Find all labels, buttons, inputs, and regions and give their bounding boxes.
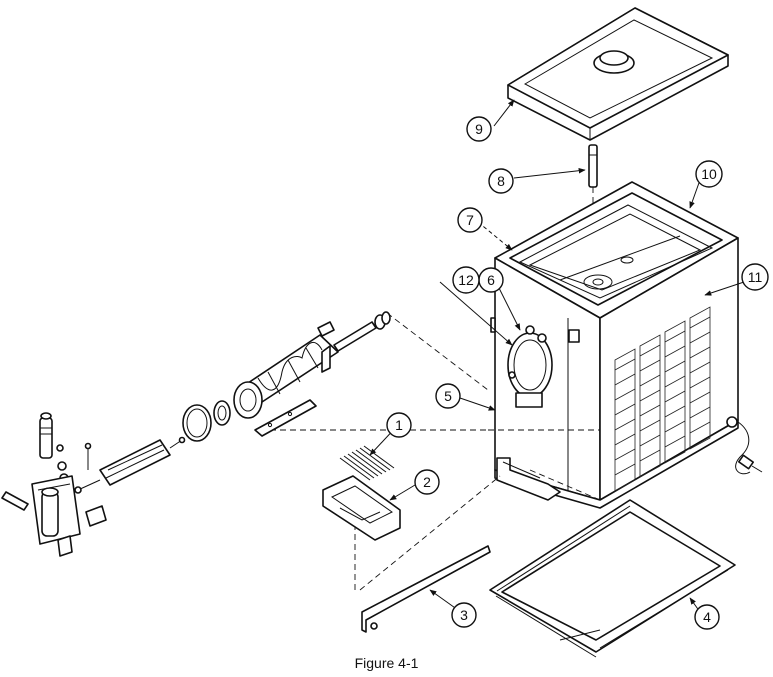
svg-text:4: 4: [703, 609, 711, 625]
callout-6: 6: [479, 268, 503, 292]
callout-10: 10: [696, 161, 722, 187]
callout-8: 8: [489, 169, 513, 193]
callout-1: 1: [387, 413, 411, 437]
lid: [508, 8, 728, 140]
callout-5: 5: [436, 384, 460, 408]
callout-11: 11: [742, 264, 768, 290]
callout-12: 12: [453, 267, 479, 293]
drip-tray: [323, 476, 400, 540]
svg-text:8: 8: [497, 173, 505, 189]
callout-4: 4: [695, 605, 719, 629]
callout-9: 9: [467, 117, 491, 141]
callout-7: 7: [458, 208, 482, 232]
callout-3: 3: [452, 603, 476, 627]
cabinet: [491, 182, 762, 508]
svg-text:12: 12: [458, 272, 474, 288]
auger-assembly: [75, 312, 390, 493]
svg-text:7: 7: [466, 212, 474, 228]
svg-text:6: 6: [487, 272, 495, 288]
svg-text:5: 5: [444, 388, 452, 404]
base-frame: [490, 500, 735, 657]
svg-text:10: 10: [701, 166, 717, 182]
svg-text:11: 11: [748, 269, 763, 285]
rod: [589, 145, 597, 187]
drip-grid: [340, 446, 394, 480]
figure-caption: Figure 4-1: [0, 655, 773, 671]
callout-2: 2: [415, 470, 439, 494]
svg-text:9: 9: [475, 121, 483, 137]
svg-text:2: 2: [423, 474, 431, 490]
svg-text:3: 3: [460, 607, 468, 623]
svg-text:1: 1: [395, 417, 403, 433]
